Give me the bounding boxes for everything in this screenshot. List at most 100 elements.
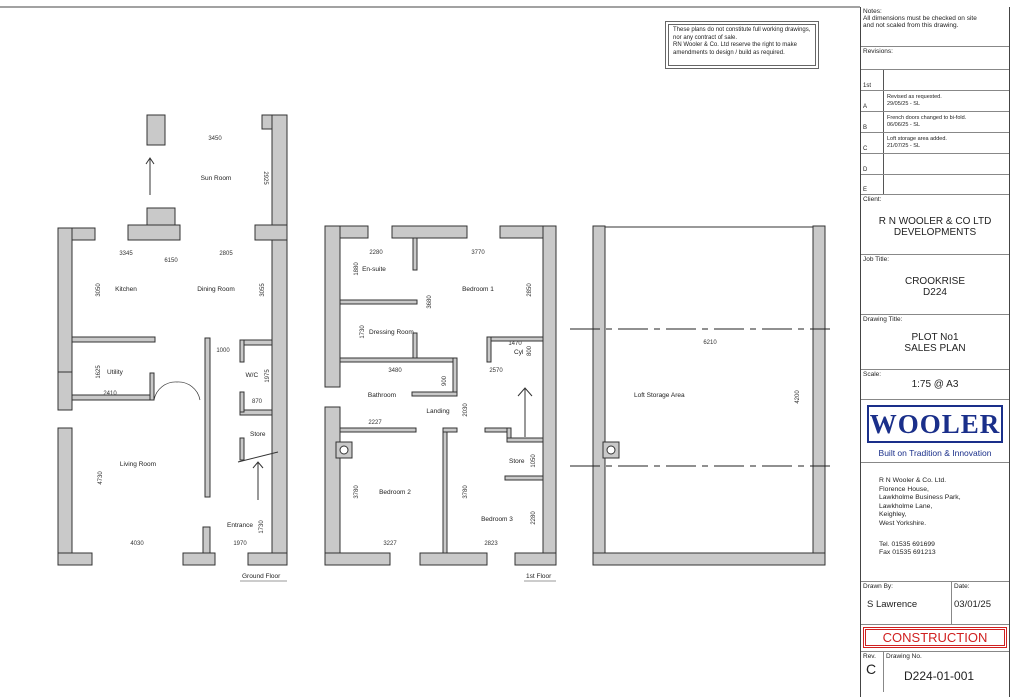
dimension: 1730 [259,520,265,534]
room-label: Dining Room [197,286,235,293]
ground-floor-plan: Sun Room Kitchen Dining Room Utility W/C… [57,114,288,582]
job-title: CROOKRISE [904,276,965,287]
revision-date: 21/07/25 - SL [887,143,921,149]
drawing-title: PLOT No1 [911,332,959,343]
revision-row: D [861,154,1009,175]
dimension: 4730 [98,471,104,485]
revision-text: French doors changed to bi-fold. [887,115,967,121]
dimension: 3770 [471,250,485,256]
drawing-title-section: Drawing Title: PLOT No1 SALES PLAN [861,315,1009,370]
room-label: Landing [426,408,450,415]
date-value: 03/01/25 [954,599,991,610]
dimension: 2030 [463,403,469,417]
dimension: 900 [442,375,448,386]
fax: Fax 01535 691213 [879,549,936,557]
dimension: 2805 [219,251,233,257]
revision-date: 29/05/25 - SL [887,101,921,107]
logo-tagline: Built on Tradition & Innovation [878,448,992,458]
client-name: R N WOOLER & CO LTD [878,216,992,227]
client-section: Client: R N WOOLER & CO LTD DEVELOPMENTS [861,195,1009,255]
notes-line: All dimensions must be checked on site [863,15,977,22]
room-label: Utility [107,369,124,376]
dimension: 6150 [164,258,178,264]
dimension: 4200 [795,390,801,404]
room-label: Cyl [514,349,524,356]
revision-text: Revised as requested. [887,94,942,100]
address-line: Lawkholme Lane, [879,502,933,510]
room-label: Store [250,431,266,438]
revision-text: Loft storage area added. [887,136,947,142]
notes-section: Notes: All dimensions must be checked on… [861,7,1009,47]
room-label: Bedroom 3 [481,516,513,523]
status-section: CONSTRUCTION [861,625,1009,652]
dimension: 1625 [96,365,102,379]
revision-code: B [863,125,868,131]
dimension: 2823 [484,541,498,547]
room-label: Bedroom 2 [379,489,411,496]
dimension: 3050 [96,283,102,297]
revision-row: E [861,175,1009,195]
room-label: Store [509,458,525,465]
job-label: Job Title: [863,256,890,263]
room-label: Living Room [120,461,156,468]
drawn-by-value: S Lawrence [867,599,918,610]
client-name: DEVELOPMENTS [893,227,977,238]
date-label: Date: [954,583,970,590]
floor-title: 1st Floor [526,573,552,580]
rev-value: C [866,661,877,677]
dimension: 3480 [388,368,402,374]
room-label: Entrance [227,522,253,529]
phone: Tel. 01535 691699 [879,540,935,548]
revision-row: C Loft storage area added.21/07/25 - SL [861,133,1009,154]
revision-code: A [863,104,868,110]
disclaimer-line: nor any contract of sale. [673,34,738,41]
room-label: Sun Room [201,175,232,182]
dimension: 6210 [703,340,717,346]
address-line: R N Wooler & Co. Ltd. [879,477,947,484]
title-block: Notes: All dimensions must be checked on… [860,7,1010,697]
loft-plan: Loft Storage Area 6210 4200 [570,225,830,566]
revision-code: D [863,167,868,173]
revision-code: C [863,146,868,152]
revision-row: B French doors changed to bi-fold.06/06/2… [861,112,1009,133]
dimension: 1880 [354,262,360,276]
dimension: 3680 [427,295,433,309]
dimension: 2850 [527,283,533,297]
room-label: Bathroom [368,392,396,399]
address-line: Keighley, [879,511,907,519]
disclaimer-line: RN Wooler & Co. Ltd reserve the right to… [673,42,797,48]
disclaimer-line: These plans do not constitute full worki… [673,27,811,33]
revision-row: 1st [861,70,1009,91]
address-line: Lawkholme Business Park, [879,494,961,502]
first-floor-plan: En-suite Bedroom 1 Dressing Room Cyl Bat… [324,225,557,582]
scale-label: Scale: [863,371,882,378]
revision-row: A Revised as requested.29/05/25 - SL [861,91,1009,112]
company-address: R N Wooler & Co. Ltd. Florence House, La… [861,463,1009,582]
room-label: Loft Storage Area [634,392,685,399]
disclaimer-line: amendments to design / build as required… [673,49,785,56]
dimension: 4030 [130,541,144,547]
company-logo: WOOLER Built on Tradition & Innovation [861,400,1009,463]
dimension: 1050 [531,454,537,468]
dimension: 2280 [531,511,537,525]
floor-title: Ground Floor [242,573,281,580]
dimension: 1470 [508,341,522,347]
dimension: 870 [252,399,263,405]
drawing-no-value: D224-01-001 [904,669,975,683]
drawn-by-label: Drawn By: [863,583,893,590]
drawing-title: SALES PLAN [904,343,966,354]
dimension: 3227 [383,541,397,547]
revision-date: 06/06/25 - SL [887,122,921,128]
notes-label: Notes: [863,8,882,15]
drawn-by-section: Drawn By: S Lawrence Date: 03/01/25 [861,582,1009,625]
revision-code: E [863,187,868,193]
dimension: 2925 [262,171,268,185]
job-section: Job Title: CROOKRISE D224 [861,255,1009,315]
room-label: Dressing Room [369,329,414,336]
dimension: 800 [527,345,533,356]
dimension: 2570 [489,368,503,374]
drawing-number-section: Rev. C Drawing No. D224-01-001 [861,652,1009,692]
drawing-no-label: Drawing No. [886,653,922,660]
address-line: Florence House, [879,485,929,493]
revision-code: 1st [863,83,872,89]
